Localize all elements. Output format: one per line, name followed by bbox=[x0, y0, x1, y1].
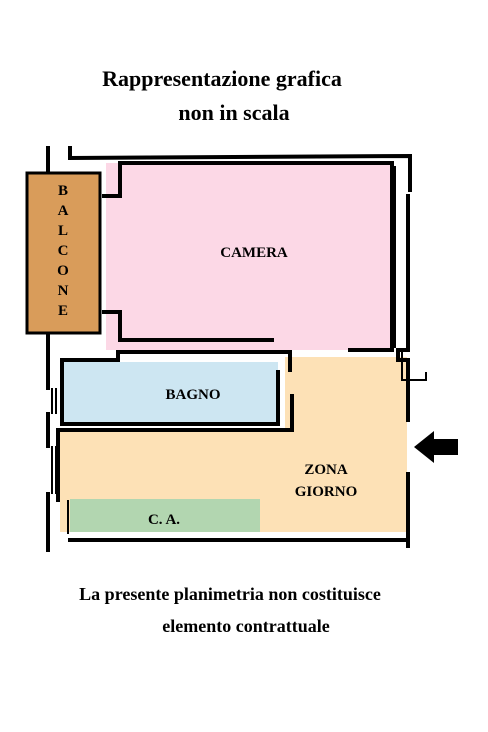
label-zona-giorno-2: GIORNO bbox=[295, 484, 358, 500]
label-balcone-letter: N bbox=[58, 283, 69, 299]
wall-details bbox=[51, 166, 427, 534]
label-balcone-letter: A bbox=[58, 203, 69, 219]
label-bagno: BAGNO bbox=[165, 387, 220, 403]
label-balcone-letter: E bbox=[58, 303, 68, 319]
room-ca bbox=[70, 499, 260, 532]
disclaimer-line-1: La presente planimetria non costituisce bbox=[79, 584, 381, 604]
balcone bbox=[25, 171, 102, 335]
label-balcone-letter: L bbox=[58, 223, 68, 239]
label-balcone-letter: C bbox=[58, 243, 69, 259]
room-zona-giorno bbox=[285, 357, 407, 532]
room-camera bbox=[106, 163, 392, 350]
label-balcone-letter: B bbox=[58, 183, 68, 199]
room-bagno bbox=[62, 362, 278, 423]
label-zona-giorno-1: ZONA bbox=[304, 462, 348, 478]
walls bbox=[46, 146, 412, 552]
title-line-2: non in scala bbox=[178, 100, 290, 125]
label-camera: CAMERA bbox=[220, 245, 288, 261]
entrance-arrow-icon bbox=[414, 431, 458, 463]
label-ca: C. A. bbox=[148, 512, 180, 528]
title-line-1: Rappresentazione grafica bbox=[102, 66, 342, 91]
disclaimer-line-2: elemento contrattuale bbox=[162, 616, 330, 636]
label-balcone-letter: O bbox=[57, 263, 69, 279]
